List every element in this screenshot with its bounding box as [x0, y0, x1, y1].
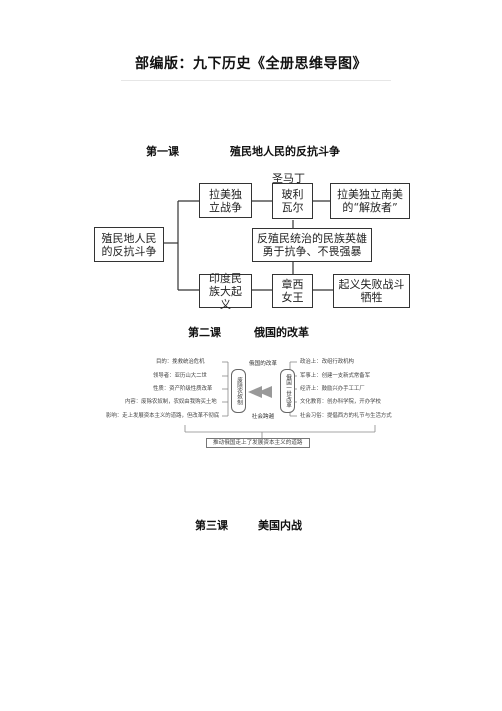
lesson3-title: 美国内战 [258, 519, 302, 532]
bolivar-node: 玻利瓦尔 [272, 183, 313, 219]
root-node: 殖民地人民的反抗斗争 [94, 227, 164, 262]
reform-item: 性质：资产阶级性质改革 [153, 386, 213, 392]
reform-item: 军事上：创建一支新式常备军 [300, 373, 371, 379]
lesson3-number: 第三课 [195, 519, 228, 532]
reform-item: 社会习俗：提倡西方的礼节与生活方式 [300, 413, 392, 419]
document-title: 部编版：九下历史《全册思维导图》 [135, 56, 367, 72]
social-box: 社会跨越 [248, 411, 278, 423]
serfdom-box: 废除农奴制 [231, 369, 246, 413]
lesson2-title: 俄国的改革 [254, 326, 309, 339]
reform-item: 目的：挽救统治危机 [156, 359, 205, 365]
san-martin-label: 圣马丁 [272, 172, 305, 185]
title-divider [121, 80, 391, 81]
lesson1-title: 殖民地人民的反抗斗争 [230, 145, 340, 158]
peter-reform-box: 俄国一世改革 [280, 369, 295, 413]
reform-item: 影响：走上发展资本主义的道路，但改革不彻底 [106, 413, 220, 419]
reform-item: 领导者：亚历山大二世 [153, 373, 207, 379]
reform-item: 政治上：改组行政机构 [300, 359, 354, 365]
hero-node: 反殖民统治的民族英雄勇于抗争、不畏强暴 [252, 228, 372, 262]
lesson1-number: 第一课 [146, 145, 179, 158]
bottom-conclusion: 推动俄国走上了发展资本主义的道路 [206, 438, 310, 448]
failure-node: 起义失败战斗牺牲 [333, 274, 410, 308]
lesson2-number: 第二课 [188, 326, 221, 339]
india-node: 印度民族大起义 [199, 272, 252, 311]
reform-item: 内容：废除农奴制，农奴由我购买土地 [125, 399, 217, 405]
liberator-node: 拉美独立南美的“解放者” [330, 183, 410, 219]
latin-war-node: 拉美独立战争 [199, 183, 252, 218]
reform-item: 文化教育：创办科学院，开办学校 [300, 399, 381, 405]
russia-reform-box: 俄国的改革 [248, 358, 278, 370]
zhangxi-node: 章西女王 [272, 274, 313, 308]
reform-item: 经济上：鼓励兴办手工工厂 [300, 386, 365, 392]
